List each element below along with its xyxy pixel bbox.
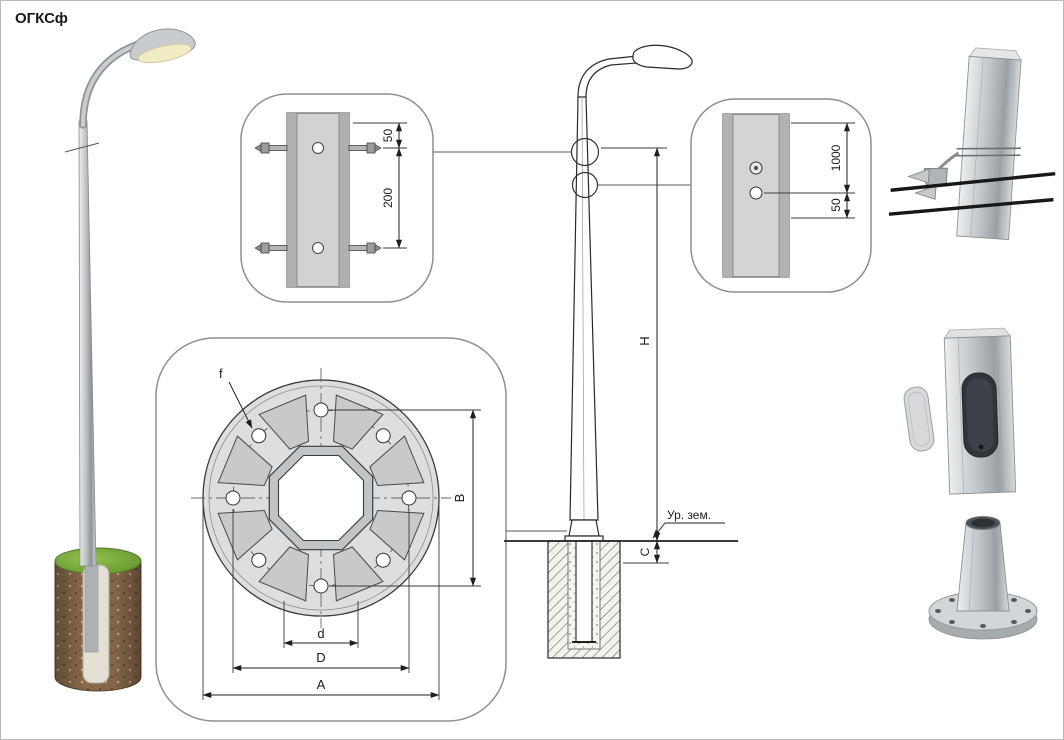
dim-50-upper-label: 50 <box>381 129 395 143</box>
door-cover <box>903 386 935 452</box>
dim-C-label: C <box>638 547 652 556</box>
detail-callout-circle-lower <box>571 171 599 199</box>
cable-2 <box>888 197 1054 216</box>
dim-50-right-label: 50 <box>829 198 843 212</box>
luminaire-render <box>129 28 196 64</box>
bolt-row-bottom <box>254 242 382 254</box>
page-title: ОГКСф <box>15 10 68 27</box>
drain-hole <box>749 186 763 200</box>
bolt-row-top <box>254 142 382 154</box>
flange-plan-detail: f B d D A <box>155 337 507 722</box>
pole-3d-render <box>54 28 196 692</box>
flange-bolt-holes <box>225 402 417 594</box>
pole-shaft-elevation <box>569 96 599 521</box>
cable-1 <box>890 171 1056 192</box>
band-clamp <box>956 147 1021 150</box>
grounding-detail: 1000 50 <box>690 98 872 293</box>
pole-shaft-render <box>78 120 97 567</box>
dim-1000-label: 1000 <box>829 144 843 171</box>
dim-D-label: D <box>316 650 325 665</box>
dim-200-label: 200 <box>381 188 395 208</box>
flange-holes-render <box>935 594 1031 628</box>
luminaire-elevation <box>632 44 693 70</box>
break-mark <box>64 142 100 153</box>
dim-H-label: H <box>637 336 652 345</box>
dim-B-label: B <box>452 494 467 503</box>
cable-clamp-render <box>888 47 1056 241</box>
pole-stub-render <box>956 522 1010 612</box>
detail-callout-circle-upper <box>570 137 600 167</box>
access-door-render <box>903 327 1017 495</box>
upper-joint-detail: 50 200 <box>240 93 434 303</box>
pole-elevation: Ур. зем. H C <box>433 44 738 659</box>
dim-f-label: f <box>219 366 223 381</box>
flange-base-render <box>928 516 1038 640</box>
dim-d-label: d <box>317 626 324 641</box>
dim-A-label: A <box>317 677 326 692</box>
ground-level-label: Ур. зем. <box>667 508 711 522</box>
